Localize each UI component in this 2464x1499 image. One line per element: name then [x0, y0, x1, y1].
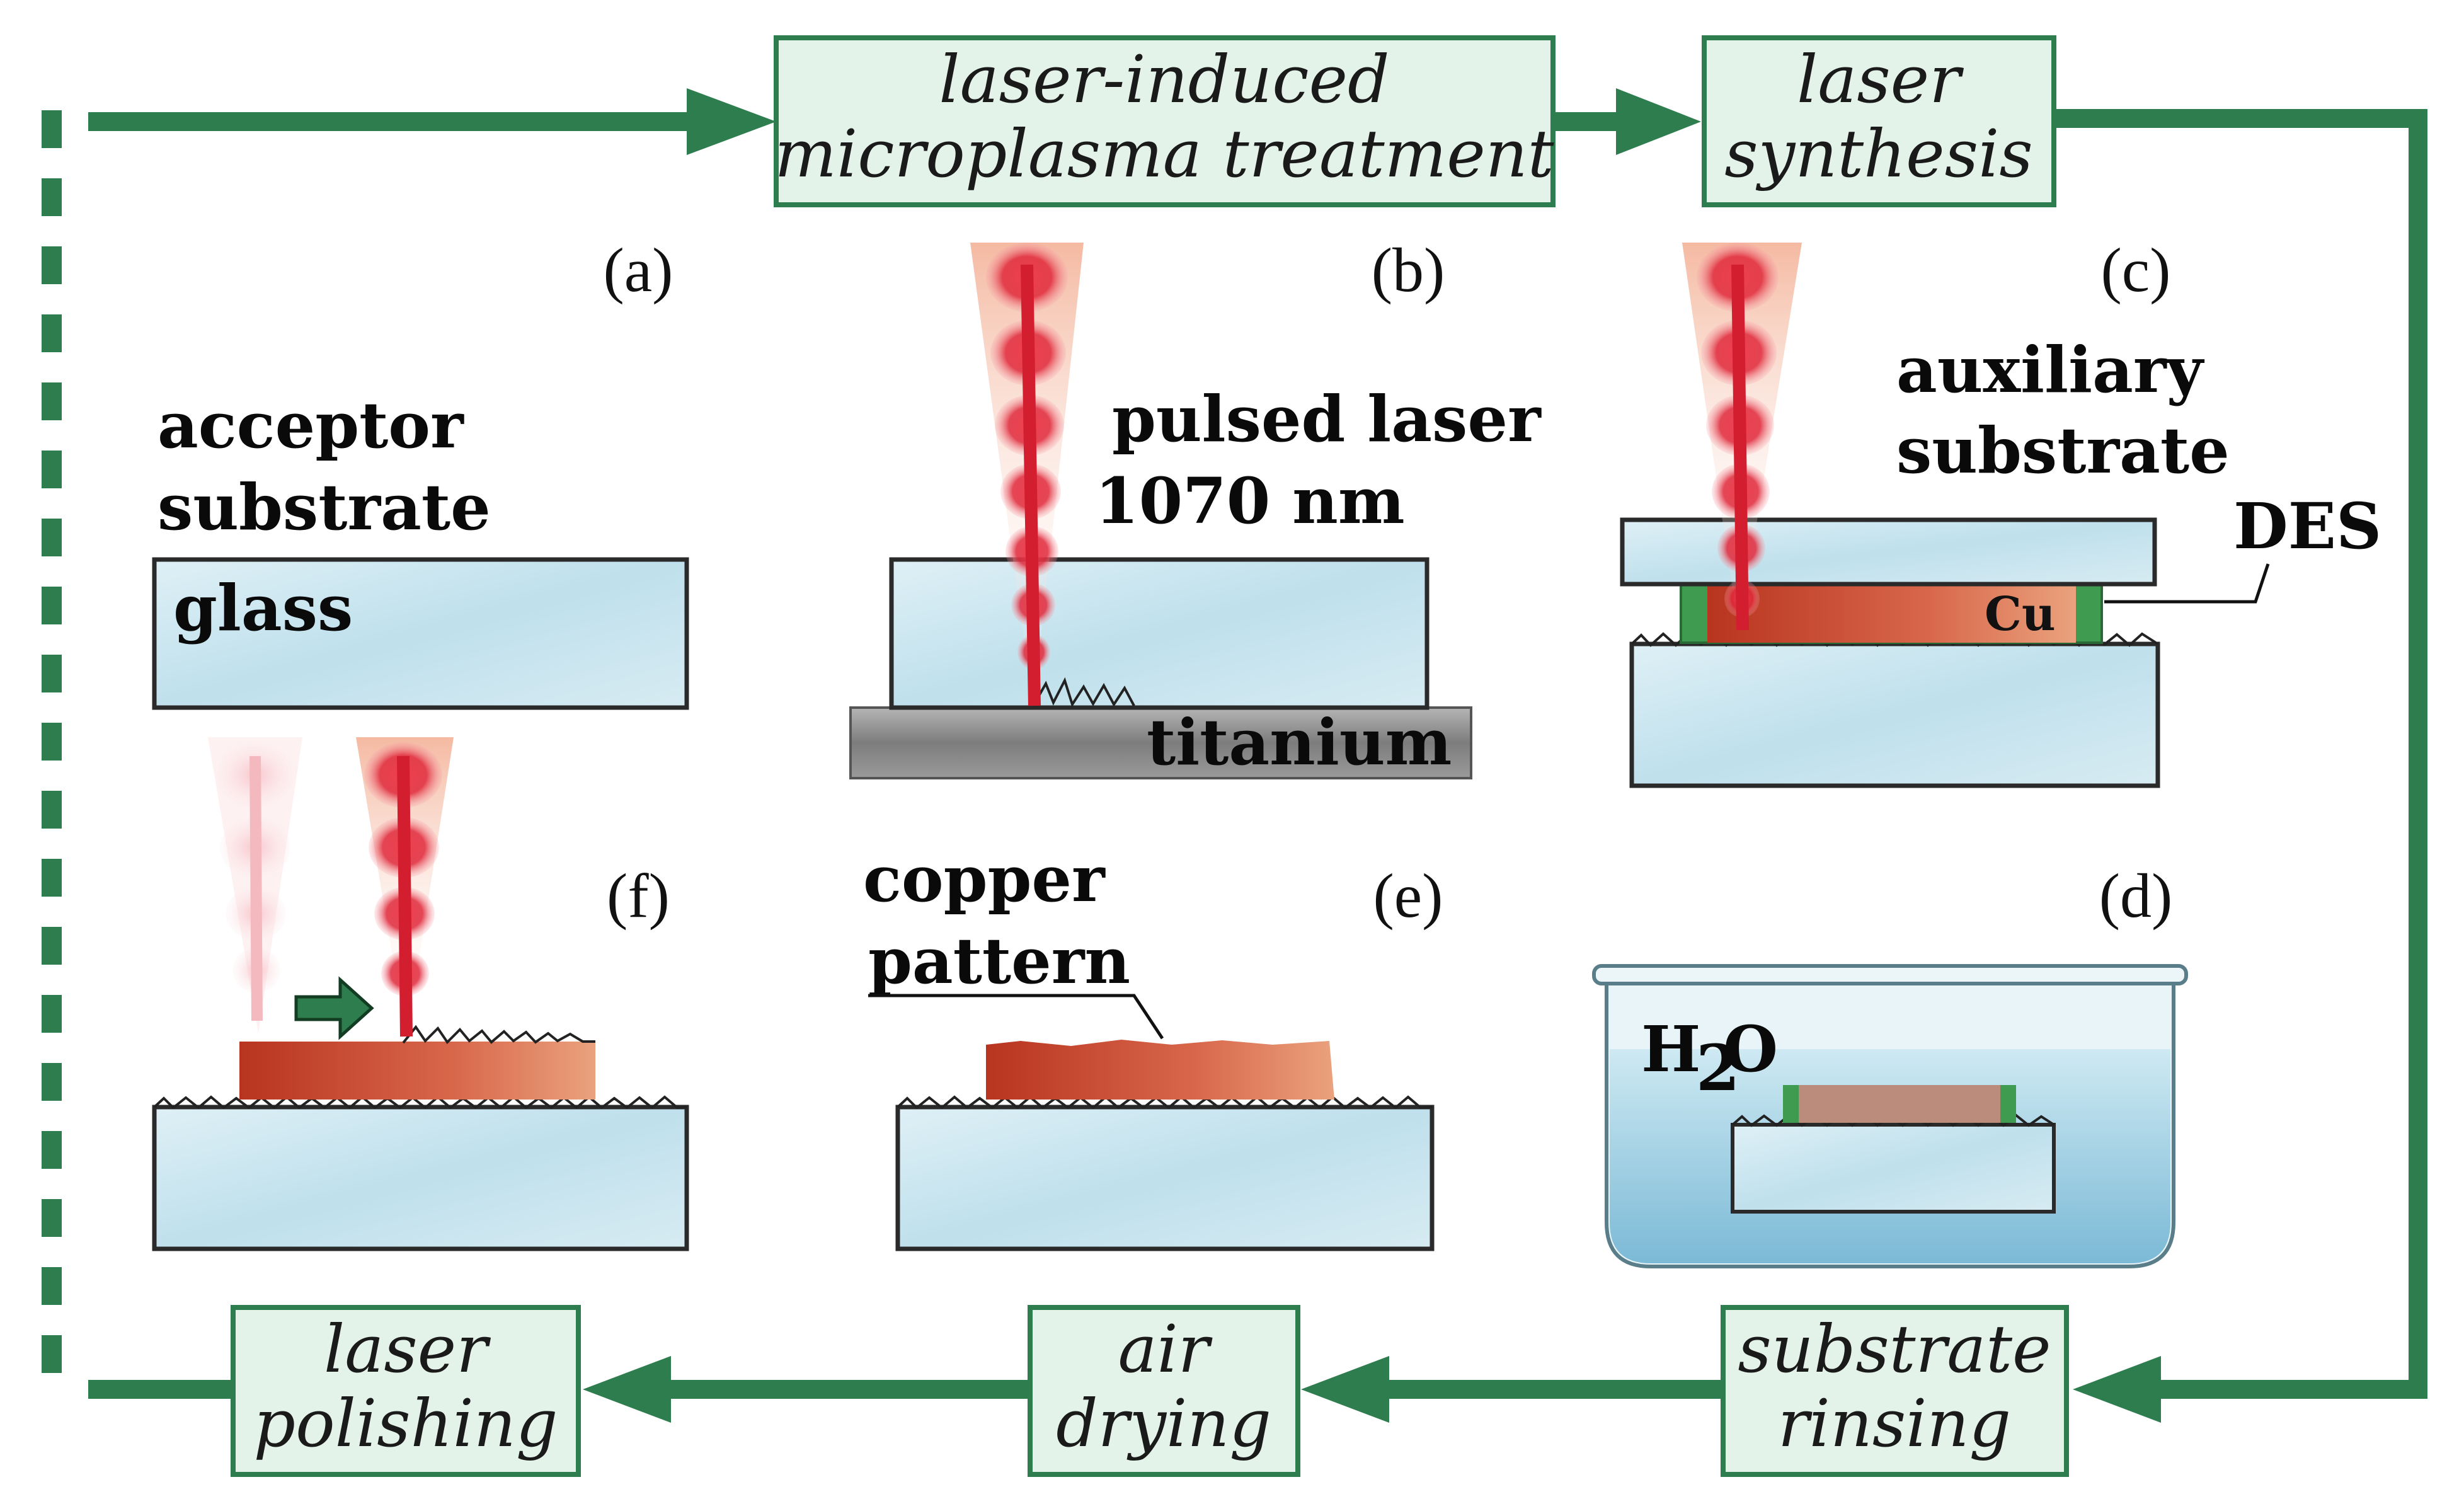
cu-label: Cu: [1985, 587, 2056, 641]
polishing-arrowhead: [583, 1356, 671, 1423]
step-rinsing-line2: rinsing: [1778, 1385, 2011, 1462]
step-box-synthesis: laser synthesis: [1702, 35, 2056, 207]
glass-slab-f: [152, 1105, 689, 1251]
titanium-label: titanium: [1147, 705, 1452, 779]
step-microplasma-line1: laser-induced: [939, 41, 1389, 118]
copper-label-line2: pattern: [868, 924, 1130, 998]
panel-label-e: (e): [1373, 861, 1443, 931]
copper-pointer: [868, 994, 1164, 1040]
flow-arrows: [42, 88, 2427, 1423]
copper-pattern-f: [239, 1042, 595, 1100]
laser-beam-c: [1682, 243, 1802, 633]
acceptor-label-line2: substrate: [158, 470, 491, 544]
h2o-h: H: [1641, 1012, 1700, 1086]
beaker-rim: [1592, 964, 2188, 985]
top-arrowhead-1: [687, 88, 776, 155]
microplasma-spikes: [1032, 677, 1135, 708]
glass-slab-b: [889, 557, 1430, 710]
pulsed-laser-line1: pulsed laser: [1112, 382, 1542, 456]
scan-direction-arrow: [294, 976, 374, 1040]
rinsing-arrowhead: [2073, 1356, 2161, 1423]
glass-slab-a: [152, 557, 689, 710]
step-polishing-line1: laser: [324, 1311, 491, 1387]
panel-e: copper pattern: [863, 842, 1435, 1251]
panel-label-b: (b): [1372, 235, 1445, 305]
laser-beam-f-faint: [208, 737, 302, 1033]
step-synthesis-line2: synthesis: [1724, 115, 2032, 192]
auxiliary-glass: [1620, 517, 2157, 587]
step-microplasma-line2: microplasma treatment: [774, 115, 1554, 192]
pulsed-laser-line2: 1070 nm: [1095, 464, 1405, 538]
panel-label-d: (d): [2099, 861, 2173, 931]
step-box-drying: air drying: [1028, 1305, 1300, 1477]
copper-layer-d: [1799, 1085, 2000, 1123]
bottom-glass-c: [1629, 641, 2160, 788]
panel-label-f: (f): [607, 861, 670, 931]
laser-beam-b: [970, 243, 1084, 709]
step-rinsing-line1: substrate: [1738, 1311, 2051, 1387]
copper-label-line1: copper: [863, 842, 1106, 916]
glass-label: glass: [173, 571, 353, 645]
step-box-microplasma: laser-induced microplasma treatment: [774, 35, 1556, 207]
panel-a: acceptor substrate glass: [152, 388, 689, 710]
panel-label-c: (c): [2101, 235, 2171, 305]
step-box-polishing: laser polishing: [231, 1305, 581, 1477]
right-flow-line: [2054, 109, 2427, 1399]
panel-label-a: (a): [604, 235, 673, 305]
copper-layer-c: [1707, 585, 2076, 643]
step-drying-line1: air: [1118, 1311, 1213, 1387]
acceptor-label-line1: acceptor: [158, 388, 464, 462]
nanostructured-surface-f: [153, 1095, 687, 1110]
nanostructured-surface-e: [897, 1095, 1433, 1110]
des-label: DES: [2233, 489, 2381, 563]
panel-b: pulsed laser 1070 nm titanium: [849, 243, 1542, 779]
panel-d: H 2 O: [1592, 964, 2188, 1268]
auxiliary-label-line1: auxiliary: [1896, 333, 2205, 407]
step-synthesis-line1: laser: [1797, 41, 1964, 118]
drying-arrowhead: [1301, 1356, 1389, 1423]
top-arrowhead-2: [1616, 88, 1701, 155]
step-box-rinsing: substrate rinsing: [1721, 1305, 2069, 1477]
step-polishing-line2: polishing: [254, 1385, 558, 1462]
glass-slab-e: [895, 1105, 1435, 1251]
step-drying-line2: drying: [1056, 1385, 1271, 1462]
des-pointer: [2104, 563, 2270, 604]
h2o-o: O: [1723, 1012, 1778, 1086]
polished-edge-spikes: [402, 1025, 595, 1045]
h2o-subscript: 2: [1696, 1031, 1740, 1105]
copper-pattern-e: [986, 1040, 1334, 1100]
titanium-plate: [849, 706, 1472, 779]
auxiliary-label-line2: substrate: [1896, 413, 2230, 488]
panel-c: auxiliary substrate Cu DES: [1620, 243, 2381, 788]
panel-f: [152, 737, 689, 1251]
laser-beam-f: [356, 737, 454, 1040]
immersed-glass: [1731, 1123, 2056, 1214]
